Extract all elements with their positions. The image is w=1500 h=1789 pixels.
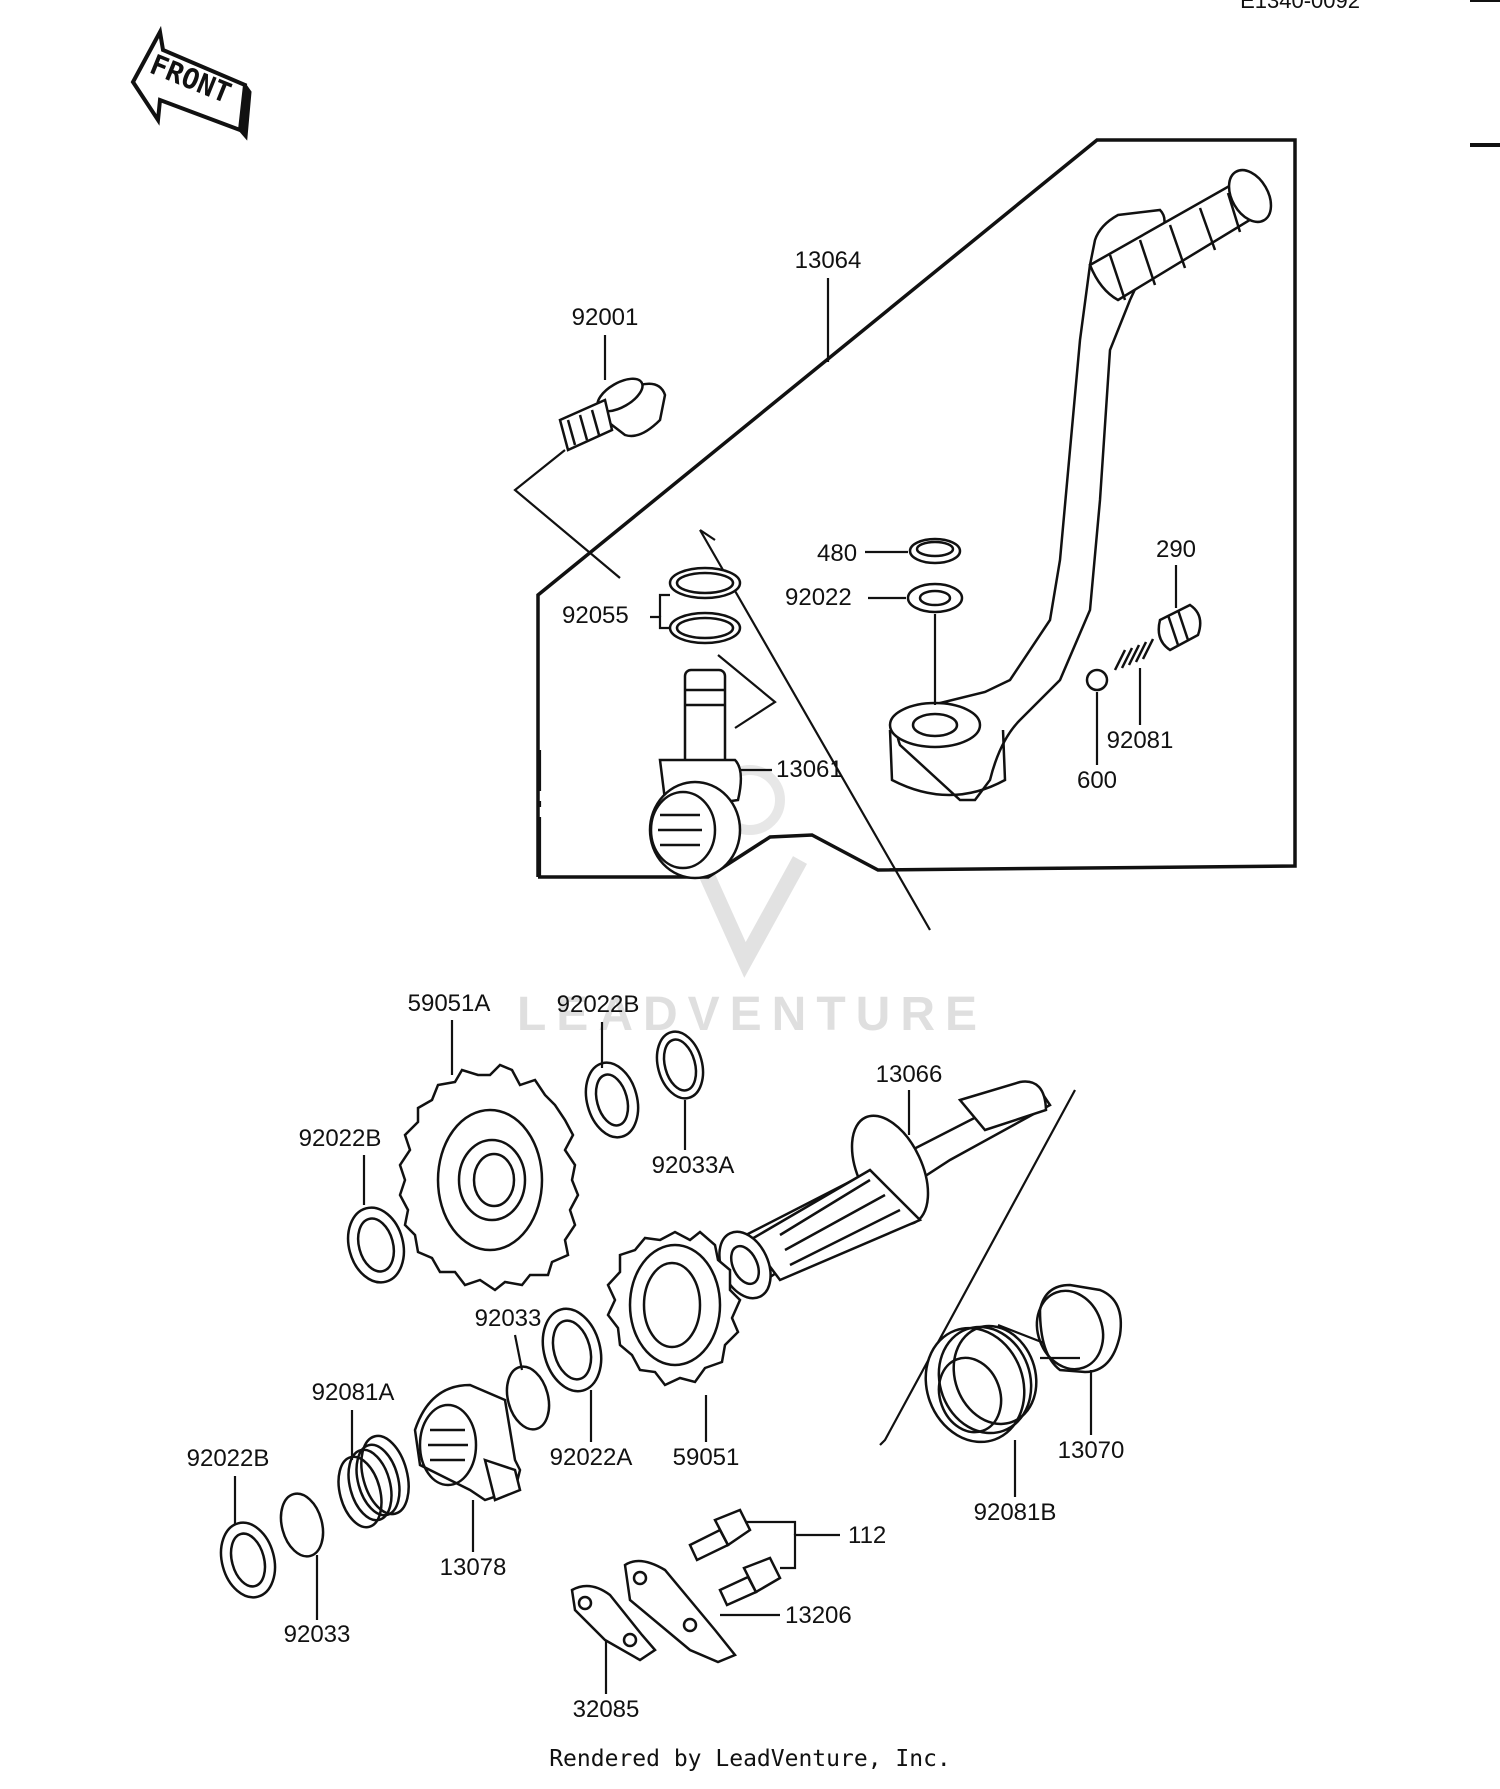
gear-59051A xyxy=(398,1063,580,1292)
washer-92022B-top xyxy=(584,1061,640,1139)
circlip-480 xyxy=(908,537,962,565)
label-92033A: 92033A xyxy=(652,1152,735,1179)
label-92022B-left: 92022B xyxy=(299,1125,382,1152)
label-59051: 59051 xyxy=(673,1444,740,1471)
label-13064: 13064 xyxy=(795,247,862,274)
spring-92081 xyxy=(1113,638,1155,671)
label-92022B-bottom: 92022B xyxy=(187,1445,270,1472)
washer-92022B-bottom xyxy=(219,1521,277,1599)
diagram-code: E1340-0092 xyxy=(1240,0,1360,13)
washer-92022A xyxy=(541,1307,603,1393)
label-13061: 13061 xyxy=(776,756,843,783)
label-92033-mid: 92033 xyxy=(475,1305,542,1332)
washer-92022 xyxy=(906,582,964,614)
kick-boss-13061 xyxy=(648,668,743,880)
spring-92081A xyxy=(337,1434,410,1529)
kick-pedal-lever xyxy=(888,168,1273,802)
label-59051A: 59051A xyxy=(408,990,491,1017)
plate-32085 xyxy=(570,1584,657,1662)
label-32085: 32085 xyxy=(573,1696,640,1723)
label-13206: 13206 xyxy=(785,1602,852,1629)
label-92022B-top: 92022B xyxy=(557,991,640,1018)
label-600: 600 xyxy=(1077,767,1117,794)
washer-92022B-left xyxy=(346,1206,406,1284)
ball-600 xyxy=(1085,668,1109,692)
label-13066: 13066 xyxy=(876,1061,943,1088)
bolt-92001 xyxy=(558,377,667,452)
front-arrow-icon: FRONT xyxy=(130,25,252,141)
label-92022A: 92022A xyxy=(550,1444,633,1471)
bolts-112 xyxy=(688,1508,782,1607)
ratchet-13078 xyxy=(413,1383,522,1502)
footer-credit: Rendered by LeadVenture, Inc. xyxy=(549,1746,951,1772)
label-92081: 92081 xyxy=(1107,727,1174,754)
label-92081A: 92081A xyxy=(312,1379,395,1406)
plate-13206 xyxy=(623,1559,738,1664)
label-92055: 92055 xyxy=(562,602,629,629)
circlip-92033-mid xyxy=(505,1365,551,1431)
circlip-92033-bottom xyxy=(279,1492,325,1558)
label-92022: 92022 xyxy=(785,584,852,611)
kick-shaft-13066 xyxy=(718,1080,1052,1300)
o-rings-92055 xyxy=(668,566,742,645)
torsion-spring-92081B xyxy=(924,1323,1076,1444)
label-92001: 92001 xyxy=(572,304,639,331)
plug-290 xyxy=(1157,603,1202,652)
label-13070: 13070 xyxy=(1058,1437,1125,1464)
guide-13070 xyxy=(1035,1283,1123,1374)
watermark: LEADVENTURE xyxy=(517,765,987,1041)
watermark-text: LEADVENTURE xyxy=(517,988,987,1041)
label-92033-bottom: 92033 xyxy=(284,1621,351,1648)
label-92081B: 92081B xyxy=(974,1499,1057,1526)
assembly-leader-lines xyxy=(537,139,1297,931)
label-13078: 13078 xyxy=(440,1554,507,1581)
label-480: 480 xyxy=(817,540,857,567)
circlip-92033A xyxy=(655,1030,705,1100)
gear-59051 xyxy=(606,1230,742,1387)
label-290: 290 xyxy=(1156,536,1196,563)
label-112: 112 xyxy=(848,1522,886,1549)
